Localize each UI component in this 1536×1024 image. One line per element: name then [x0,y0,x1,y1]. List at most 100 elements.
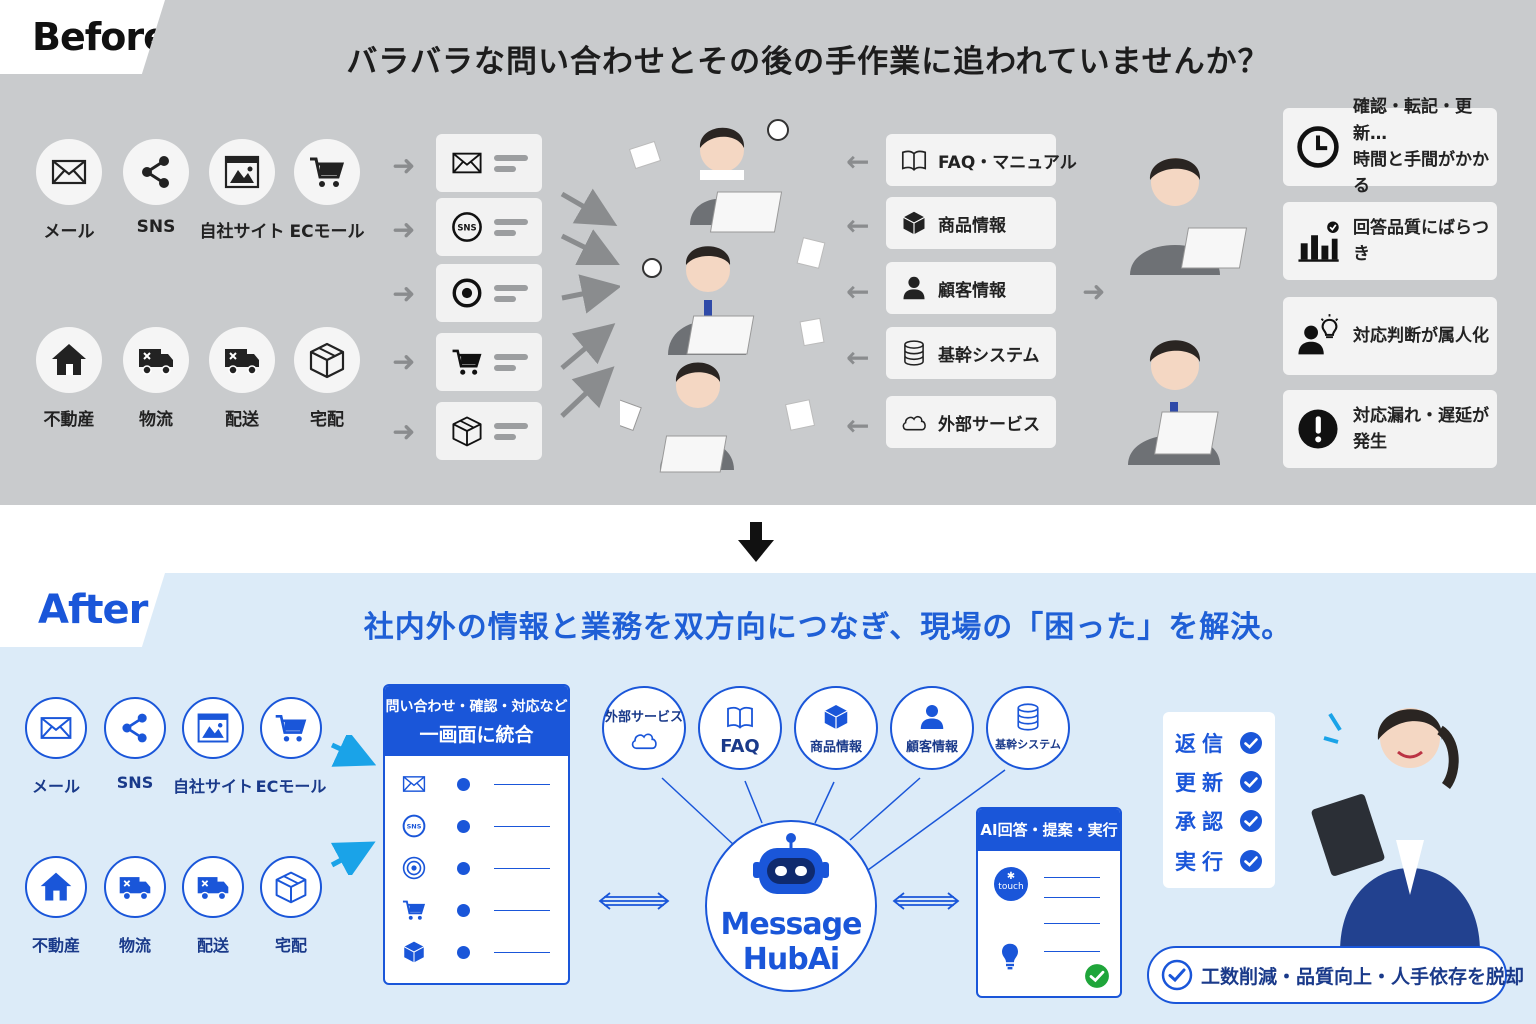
arrow-left-icon: ← [846,145,870,178]
arrow-left-icon: ← [846,409,870,442]
delivery-truck-icon [222,340,262,380]
clock-icon [1295,124,1341,170]
converging-arrows [560,188,620,418]
list-item: 更新 [1175,767,1263,797]
result-badge: 工数削減・品質向上・人手依存を脱却 [1147,946,1524,1004]
arrow-icon: ➜ [392,277,416,310]
person-idea-icon [1295,313,1341,359]
cube-icon [900,209,928,237]
cloud-icon [900,408,928,436]
channel-card-mail [436,134,542,192]
truck-icon [117,869,153,905]
sns-badge-icon: SNS [402,814,426,838]
cube-icon [821,702,851,732]
check-circle-icon [1239,770,1263,794]
sns-badge-icon: SNS [452,212,482,242]
node-external: 外部サービス [602,686,686,770]
bar-chart-icon [1295,218,1341,264]
info-external: 外部サービス [886,396,1056,448]
before-title: バラバラな問い合わせとその後の手作業に追われていませんか？ [346,44,1270,80]
list-item: 承認 [1175,806,1263,836]
arrow-left-icon: ← [846,209,870,242]
arrow-icon: ➜ [392,213,416,246]
truck-icon [136,340,176,380]
share-icon [117,710,153,746]
action-checklist: 返信 更新 承認 実行 [1163,712,1275,888]
arrow-left-icon: ← [846,341,870,374]
book-icon [900,146,928,174]
package-icon [450,414,484,448]
lightbulb-icon [994,939,1026,971]
svg-text:SNS: SNS [407,823,422,831]
after-title: 社内外の情報と業務を双方向につなぎ、現場の「困った」を解決。 [363,610,1293,645]
cart-icon [273,710,309,746]
list-item: SNS [401,812,550,840]
channel-card-parcel [436,402,542,460]
cart-icon [450,345,484,379]
channel-card-web [436,264,542,322]
after-source-mail: メール [11,697,101,797]
website-icon [195,710,231,746]
info-customer: 顧客情報 [886,262,1056,314]
info-core-system: 基幹システム [886,327,1056,379]
inflow-arrows [330,735,376,875]
house-icon [38,869,74,905]
node-product: 商品情報 [794,686,878,770]
channel-card-sns: SNS [436,198,542,256]
list-item [401,938,550,966]
after-source-website: 自社サイト [168,697,258,797]
person-icon [917,702,947,732]
list-item [401,896,550,924]
info-product: 商品情報 [886,197,1056,249]
tired-staff-illustration [1128,158,1248,465]
arrow-icon: ➜ [392,149,416,182]
arrow-down-icon [738,522,774,562]
unified-inbox-panel: 問い合わせ・確認・対応など 一画面に統合 SNS [383,684,570,985]
house-icon [49,340,89,380]
before-source-sns: SNS [111,139,201,237]
before-source-website: 自社サイト [197,139,287,242]
delivery-truck-icon [195,869,231,905]
list-item [401,854,550,882]
cart-icon [307,152,347,192]
before-tag: Before [0,0,165,74]
ai-action-panel: AI回答・提案・実行 ✱ touch [976,807,1122,998]
before-source-ec: ECモール [282,139,372,242]
arrow-icon: ➜ [392,345,416,378]
database-icon [1013,702,1043,732]
problem-quality: 回答品質にばらつき [1283,202,1497,280]
problem-dependency: 対応判断が属人化 [1283,297,1497,375]
after-source-ec: ECモール [246,697,336,797]
after-source-realestate: 不動産 [11,856,101,956]
svg-text:SNS: SNS [457,223,476,233]
after-source-logistics: 物流 [90,856,180,956]
after-source-delivery: 配送 [168,856,258,956]
touch-icon: ✱ touch [994,867,1028,901]
staff-illustration [620,119,826,473]
check-circle-icon [1239,731,1263,755]
arrow-icon: ➜ [392,415,416,448]
check-circle-icon [1239,809,1263,833]
check-circle-icon [1239,849,1263,873]
website-icon [222,152,262,192]
cart-icon [401,897,427,923]
after-source-parcel: 宅配 [246,856,336,956]
before-source-delivery: 配送 [197,327,287,430]
node-core-system: 基幹システム [986,686,1070,770]
check-circle-icon [1084,963,1110,989]
database-icon [900,339,928,367]
list-item: 実行 [1175,846,1263,876]
book-icon [725,702,755,732]
happy-staff-illustration [1311,708,1480,952]
before-source-logistics: 物流 [111,327,201,430]
person-icon [900,274,928,302]
cloud-icon [629,725,659,755]
before-source-realestate: 不動産 [24,327,114,430]
channel-card-ec [436,333,542,391]
problem-delay: 対応漏れ・遅延が発生 [1283,390,1497,468]
arrow-icon: ➜ [1082,275,1106,308]
mail-icon [450,146,484,180]
target-icon [450,276,484,310]
list-item [401,770,550,798]
after-tag: After [0,573,165,647]
